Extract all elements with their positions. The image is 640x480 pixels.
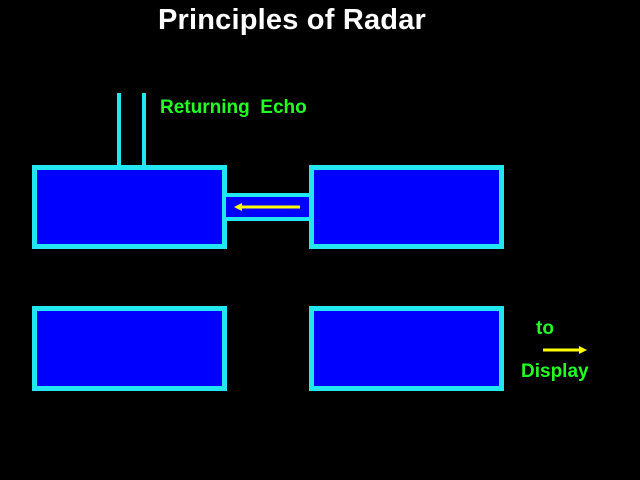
antenna-line-right <box>142 93 146 167</box>
returning-echo-label: Returning Echo <box>160 97 307 118</box>
display-label: Display <box>521 361 589 382</box>
top-right-block <box>309 165 504 249</box>
bottom-left-block <box>32 306 227 391</box>
antenna-line-left <box>117 93 121 167</box>
to-label: to <box>536 318 554 339</box>
page-title: Principles of Radar <box>157 4 427 36</box>
bottom-right-block <box>309 306 504 391</box>
echo-arrow-left-icon <box>234 203 300 211</box>
display-arrow-right-icon <box>543 346 587 354</box>
top-left-block <box>32 165 227 249</box>
